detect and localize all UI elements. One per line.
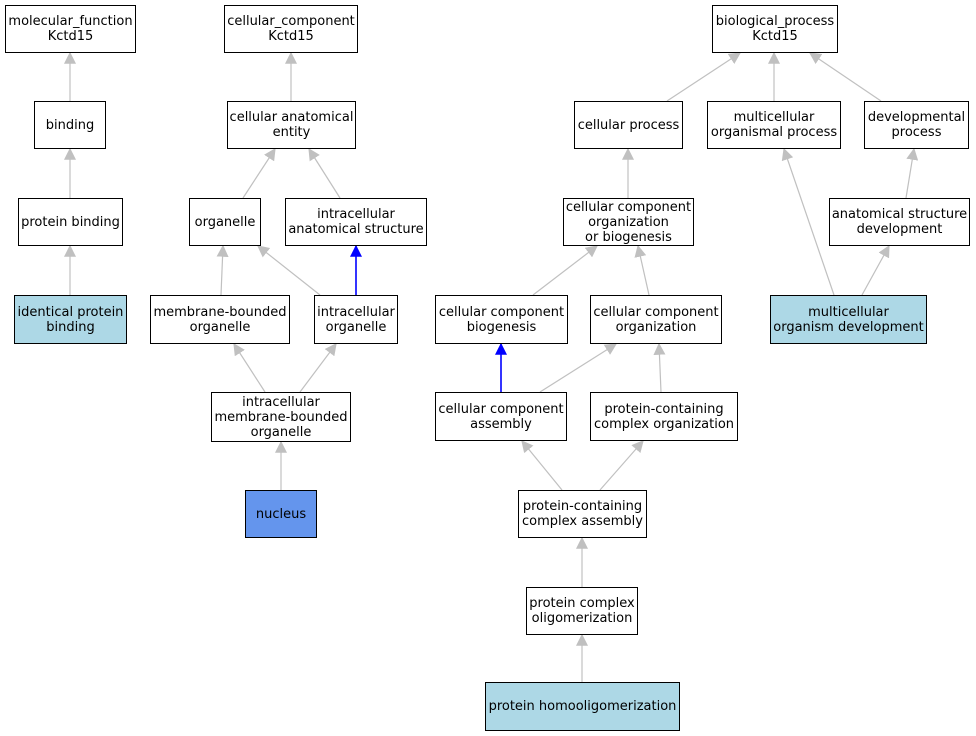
edge-mod-to-mop (781, 147, 835, 296)
node-intracellular-membrane-bounded-organelle[interactable]: intracellular membrane-bounded organelle (211, 392, 351, 442)
node-molecular-function-root[interactable]: molecular_function Kctd15 (5, 5, 136, 53)
edge-cp-to-bp-root (666, 52, 742, 102)
edge-mbo-to-organelle (216, 244, 229, 296)
node-organelle[interactable]: organelle (189, 198, 261, 246)
node-cellular-component-organization[interactable]: cellular component organization (590, 295, 722, 344)
edge-ccb-to-ccob (532, 245, 598, 296)
node-cellular-component-organization-or-biogenesis[interactable]: cellular component organization or bioge… (563, 198, 694, 246)
edge-organelle-to-cae (242, 147, 276, 199)
node-intracellular-anatomical-structure[interactable]: intracellular anatomical structure (285, 198, 427, 246)
edge-pcca-to-cca (521, 440, 563, 491)
node-binding[interactable]: binding (34, 101, 106, 149)
node-multicellular-organismal-process[interactable]: multicellular organismal process (707, 101, 841, 149)
node-cellular-anatomical-entity[interactable]: cellular anatomical entity (227, 101, 356, 149)
node-cellular-process[interactable]: cellular process (574, 101, 683, 149)
edge-io-to-organelle (257, 245, 321, 296)
edge-imbo-to-mbo (233, 342, 266, 393)
node-biological-process-root[interactable]: biological_process Kctd15 (712, 5, 838, 53)
node-identical-protein-binding[interactable]: identical protein binding (14, 295, 127, 344)
node-protein-containing-complex-assembly[interactable]: protein-containing complex assembly (518, 490, 647, 538)
node-cellular-component-biogenesis[interactable]: cellular component biogenesis (435, 295, 568, 344)
node-intracellular-organelle[interactable]: intracellular organelle (314, 295, 398, 344)
node-protein-containing-complex-organization[interactable]: protein-containing complex organization (590, 392, 738, 441)
edge-pcco-to-cco (653, 342, 666, 393)
node-protein-complex-oligomerization[interactable]: protein complex oligomerization (526, 587, 638, 635)
node-membrane-bounded-organelle[interactable]: membrane-bounded organelle (150, 295, 290, 344)
edge-dp-to-bp-root (809, 52, 882, 102)
node-protein-homooligomerization[interactable]: protein homooligomerization (485, 682, 680, 731)
node-cellular-component-assembly[interactable]: cellular component assembly (435, 392, 567, 441)
node-developmental-process[interactable]: developmental process (864, 101, 969, 149)
edge-cco-to-ccob (634, 244, 650, 296)
edge-imbo-to-io (299, 343, 337, 393)
node-nucleus[interactable]: nucleus (245, 490, 317, 538)
edge-cca-to-cco (539, 343, 618, 393)
node-protein-binding[interactable]: protein binding (18, 198, 123, 246)
node-anatomical-structure-development[interactable]: anatomical structure development (829, 198, 970, 246)
edge-ias-to-cae (308, 147, 341, 199)
edge-pcca-to-pcco (599, 440, 644, 491)
edge-mod-to-asd (861, 244, 890, 296)
node-cellular-component-root[interactable]: cellular_component Kctd15 (224, 5, 358, 53)
node-multicellular-organism-development[interactable]: multicellular organism development (770, 295, 927, 344)
edge-asd-to-dp (905, 147, 919, 199)
